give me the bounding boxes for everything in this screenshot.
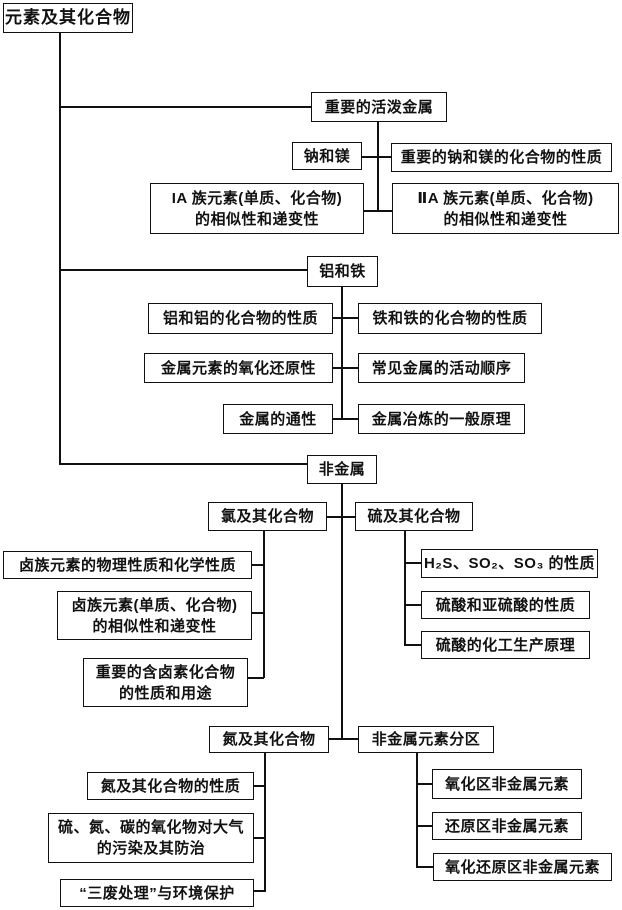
connector-line [60, 463, 307, 465]
node-label: ⅡA 族元素(单质、化合物) [417, 189, 594, 207]
node-label: 金属元素的氧化还原性 [160, 359, 316, 377]
node-label: H₂S、SO₂、SO₃ 的性质 [423, 555, 596, 572]
node-label: 金属的通性 [239, 410, 317, 428]
node-na-mg-compounds: 重要的钠和镁的化合物的性质 [391, 143, 612, 172]
node-label: 非金属元素分区 [371, 731, 481, 748]
node-sulfur: 硫及其化合物 [355, 502, 473, 531]
connector-line [404, 531, 406, 645]
node-al-compounds: 铝和铝的化合物的性质 [148, 303, 333, 334]
node-label: 重要的含卤素化合物 [95, 663, 236, 681]
node-reduction-zone: 还原区非金属元素 [432, 812, 582, 840]
node-label: 钠和镁 [303, 147, 351, 165]
node-label: 非金属 [318, 461, 366, 478]
node-label: 硫及其化合物 [367, 508, 461, 525]
node-label: 氮及其化合物 [222, 731, 316, 748]
node-label: 氯及其化合物 [220, 508, 314, 525]
node-nonmetal-zones: 非金属元素分区 [358, 726, 494, 753]
node-fe-compounds: 铁和铁的化合物的性质 [358, 303, 542, 334]
node-label: 硫酸和亚硫酸的性质 [435, 596, 576, 614]
node-group-ia: IA 族元素(单质、化合物) 的相似性和递变性 [150, 183, 364, 234]
node-nitrogen: 氮及其化合物 [209, 726, 329, 753]
node-label: 铝和铝的化合物的性质 [162, 310, 318, 327]
connector-line [252, 612, 264, 614]
connector-line [254, 837, 265, 839]
connector-line [333, 418, 358, 420]
node-label: 硫酸的化工生产原理 [435, 636, 576, 654]
node-label: 常见金属的活动顺序 [371, 359, 512, 377]
connector-line [416, 753, 418, 867]
node-label: 重要的活泼金属 [324, 98, 434, 116]
connector-line [329, 738, 358, 740]
node-sulfuric-production: 硫酸的化工生产原理 [421, 631, 590, 659]
node-label: IA 族元素(单质、化合物) [171, 189, 343, 207]
connector-line [254, 890, 265, 892]
connector-line [59, 33, 61, 465]
connector-line [416, 825, 432, 827]
connector-line [254, 785, 265, 787]
connector-line [263, 531, 265, 678]
connector-line [252, 564, 264, 566]
node-halogen-props: 卤族元素的物理性质和化学性质 [3, 551, 252, 579]
node-label: 元素及其化合物 [5, 8, 131, 28]
connector-line [327, 516, 355, 518]
node-label: “三废处理”与环境保护 [79, 884, 235, 902]
node-label: 的污染及其防治 [96, 840, 206, 857]
connector-line [341, 287, 343, 419]
connector-line [404, 644, 421, 646]
node-label: 卤族元素的物理性质和化学性质 [18, 556, 236, 574]
node-label: 还原区非金属元素 [444, 817, 569, 835]
node-group-iia: ⅡA 族元素(单质、化合物) 的相似性和递变性 [392, 183, 619, 234]
node-smelting: 金属冶炼的一般原理 [358, 404, 525, 434]
node-halogen-group: 卤族元素(单质、化合物) 的相似性和递变性 [57, 591, 252, 640]
connector-line [416, 783, 432, 785]
node-label: 的相似性和递变性 [443, 210, 568, 228]
node-label: 重要的钠和镁的化合物的性质 [400, 149, 603, 166]
connector-line [341, 483, 343, 739]
connector-line [248, 677, 264, 679]
node-na-mg: 钠和镁 [292, 142, 362, 170]
connector-line [404, 604, 421, 606]
connector-line [377, 122, 379, 211]
connector-line [60, 106, 311, 108]
node-label: 硫、氮、碳的氧化物对大气 [57, 819, 244, 836]
node-label: 氧化区非金属元素 [444, 775, 569, 793]
node-h2s-so2-so3: H₂S、SO₂、SO₃ 的性质 [421, 549, 598, 578]
node-label: 卤族元素(单质、化合物) [71, 596, 238, 614]
node-label: 氮及其化合物的性质 [100, 777, 241, 795]
node-label: 的相似性和递变性 [194, 210, 319, 228]
node-metal-redox: 金属元素的氧化还原性 [144, 353, 333, 383]
node-al-fe: 铝和铁 [307, 256, 378, 287]
node-label: 金属冶炼的一般原理 [371, 410, 512, 428]
node-label: 的相似性和递变性 [92, 617, 217, 635]
connector-line [416, 866, 433, 868]
connector-line [333, 317, 358, 319]
node-oxidation-zone: 氧化区非金属元素 [432, 769, 582, 799]
node-label: 氧化还原区非金属元素 [444, 858, 600, 876]
node-nitrogen-props: 氮及其化合物的性质 [87, 772, 254, 800]
node-label: 铝和铁 [319, 263, 366, 280]
node-three-wastes: “三废处理”与环境保护 [60, 879, 254, 907]
connector-line [333, 367, 358, 369]
node-chlorine: 氯及其化合物 [208, 502, 327, 531]
connector-line [60, 269, 307, 271]
node-halogen-compounds: 重要的含卤素化合物 的性质和用途 [83, 658, 248, 707]
connector-line [364, 210, 392, 212]
node-activity-series: 常见金属的活动顺序 [358, 353, 525, 383]
node-sulfuric-acids: 硫酸和亚硫酸的性质 [421, 591, 590, 619]
node-label: 的性质和用途 [118, 684, 212, 702]
node-pollution: 硫、氮、碳的氧化物对大气 的污染及其防治 [48, 813, 254, 863]
node-active-metals: 重要的活泼金属 [311, 92, 447, 122]
connector-line [362, 156, 391, 158]
node-label: 铁和铁的化合物的性质 [372, 310, 528, 327]
node-nonmetal: 非金属 [307, 455, 377, 484]
node-metal-general: 金属的通性 [223, 404, 333, 434]
node-root: 元素及其化合物 [3, 3, 133, 33]
connector-line [404, 562, 421, 564]
connector-line [264, 753, 266, 892]
node-redox-zone: 氧化还原区非金属元素 [433, 853, 612, 881]
